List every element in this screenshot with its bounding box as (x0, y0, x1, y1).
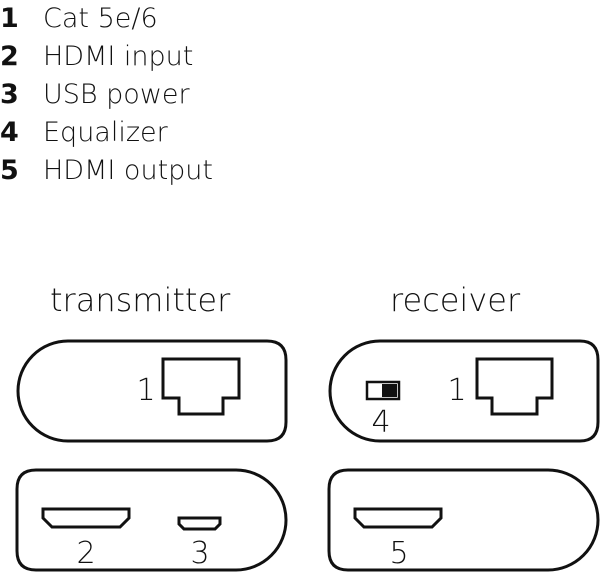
legend-number: 3 (0, 79, 19, 110)
equalizer-label: 4 (371, 405, 390, 440)
transmitter-top-panel (16, 339, 288, 443)
receiver-port-1-label: 1 (447, 373, 466, 408)
equalizer-switch-knob (382, 384, 397, 397)
usb-power-port-icon (177, 516, 222, 531)
legend-number: 5 (0, 155, 19, 186)
receiver-title: receiver (390, 281, 521, 319)
usb-power-label: 3 (190, 536, 209, 571)
receiver-top-panel (328, 339, 600, 443)
hdmi-output-label: 5 (389, 536, 408, 571)
hdmi-output-port-icon (353, 507, 443, 529)
transmitter-port-1-label: 1 (136, 373, 155, 408)
transmitter-title: transmitter (50, 281, 231, 319)
hdmi-input-port-icon (41, 507, 131, 529)
legend-label: USB power (43, 79, 190, 110)
legend-number: 1 (0, 3, 19, 34)
legend-number: 4 (0, 117, 19, 148)
legend-number: 2 (0, 41, 19, 72)
rj45-port-icon (475, 357, 554, 416)
legend-label: Equalizer (43, 117, 168, 148)
legend-label: Cat 5e/6 (43, 3, 158, 34)
receiver-bottom-panel (327, 468, 600, 572)
legend-label: HDMI input (43, 41, 194, 72)
equalizer-switch-icon (365, 380, 401, 401)
hdmi-input-label: 2 (76, 536, 95, 571)
rj45-port-icon (161, 357, 241, 416)
legend-label: HDMI output (43, 155, 213, 186)
transmitter-bottom-panel (15, 468, 288, 572)
